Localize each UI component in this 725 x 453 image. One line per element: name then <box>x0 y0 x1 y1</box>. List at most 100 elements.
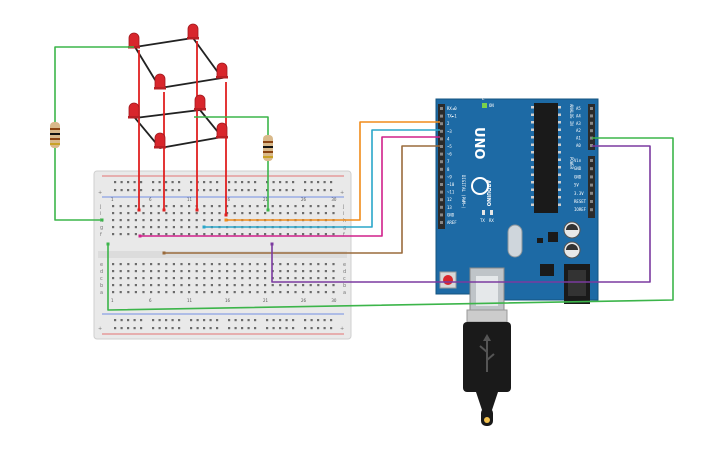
terminal-hole[interactable] <box>256 212 259 215</box>
rail-hole[interactable] <box>140 181 143 184</box>
terminal-hole[interactable] <box>324 277 327 280</box>
terminal-hole[interactable] <box>248 263 251 266</box>
terminal-hole[interactable] <box>142 233 145 236</box>
terminal-hole[interactable] <box>142 270 145 273</box>
terminal-hole[interactable] <box>172 219 175 222</box>
terminal-hole[interactable] <box>172 233 175 236</box>
terminal-hole[interactable] <box>165 205 168 208</box>
terminal-hole[interactable] <box>112 226 115 229</box>
terminal-hole[interactable] <box>142 205 145 208</box>
terminal-hole[interactable] <box>157 219 160 222</box>
terminal-hole[interactable] <box>248 212 251 215</box>
terminal-hole[interactable] <box>150 212 153 215</box>
rail-hole[interactable] <box>209 319 212 322</box>
terminal-hole[interactable] <box>324 284 327 287</box>
rail-hole[interactable] <box>178 319 181 322</box>
rail-hole[interactable] <box>304 189 307 192</box>
terminal-hole[interactable] <box>142 212 145 215</box>
rail-hole[interactable] <box>190 319 193 322</box>
rail-hole[interactable] <box>310 319 313 322</box>
terminal-hole[interactable] <box>309 277 312 280</box>
analog-pin[interactable] <box>590 144 593 147</box>
terminal-hole[interactable] <box>302 212 305 215</box>
terminal-hole[interactable] <box>119 212 122 215</box>
terminal-hole[interactable] <box>286 233 289 236</box>
terminal-hole[interactable] <box>165 263 168 266</box>
red-led[interactable] <box>194 94 206 110</box>
terminal-hole[interactable] <box>309 212 312 215</box>
terminal-hole[interactable] <box>112 205 115 208</box>
terminal-hole[interactable] <box>302 233 305 236</box>
terminal-hole[interactable] <box>188 219 191 222</box>
rail-hole[interactable] <box>310 327 313 330</box>
rail-hole[interactable] <box>234 327 237 330</box>
digital-pin[interactable] <box>440 160 443 164</box>
terminal-hole[interactable] <box>172 291 175 294</box>
terminal-hole[interactable] <box>195 233 198 236</box>
terminal-hole[interactable] <box>134 205 137 208</box>
rail-hole[interactable] <box>304 319 307 322</box>
terminal-hole[interactable] <box>233 277 236 280</box>
terminal-hole[interactable] <box>271 291 274 294</box>
terminal-hole[interactable] <box>150 233 153 236</box>
rail-hole[interactable] <box>272 181 275 184</box>
terminal-hole[interactable] <box>150 263 153 266</box>
terminal-hole[interactable] <box>188 212 191 215</box>
terminal-hole[interactable] <box>218 284 221 287</box>
terminal-hole[interactable] <box>188 233 191 236</box>
terminal-hole[interactable] <box>302 270 305 273</box>
terminal-hole[interactable] <box>127 277 130 280</box>
rail-hole[interactable] <box>120 327 123 330</box>
rail-hole[interactable] <box>165 189 168 192</box>
terminal-hole[interactable] <box>226 270 229 273</box>
terminal-hole[interactable] <box>180 277 183 280</box>
terminal-hole[interactable] <box>264 291 267 294</box>
rail-hole[interactable] <box>310 189 313 192</box>
terminal-hole[interactable] <box>127 212 130 215</box>
rail-hole[interactable] <box>254 189 257 192</box>
rail-hole[interactable] <box>228 181 231 184</box>
terminal-hole[interactable] <box>241 284 244 287</box>
rail-hole[interactable] <box>254 327 257 330</box>
digital-pin[interactable] <box>440 152 443 156</box>
terminal-hole[interactable] <box>172 277 175 280</box>
terminal-hole[interactable] <box>248 277 251 280</box>
terminal-hole[interactable] <box>279 291 282 294</box>
terminal-hole[interactable] <box>180 233 183 236</box>
terminal-hole[interactable] <box>150 284 153 287</box>
rail-hole[interactable] <box>203 189 206 192</box>
rail-hole[interactable] <box>285 181 288 184</box>
rail-hole[interactable] <box>310 181 313 184</box>
terminal-hole[interactable] <box>127 291 130 294</box>
terminal-hole[interactable] <box>150 205 153 208</box>
digital-pin[interactable] <box>440 107 443 110</box>
power-pin[interactable] <box>590 208 593 212</box>
terminal-hole[interactable] <box>157 284 160 287</box>
terminal-hole[interactable] <box>112 270 115 273</box>
terminal-hole[interactable] <box>203 205 206 208</box>
terminal-hole[interactable] <box>332 270 335 273</box>
terminal-hole[interactable] <box>203 219 206 222</box>
power-pin[interactable] <box>590 183 593 187</box>
digital-pin[interactable] <box>440 221 443 224</box>
rail-hole[interactable] <box>140 189 143 192</box>
terminal-hole[interactable] <box>218 219 221 222</box>
terminal-hole[interactable] <box>195 226 198 229</box>
terminal-hole[interactable] <box>233 284 236 287</box>
brown-wire-pin5[interactable] <box>164 145 440 254</box>
terminal-hole[interactable] <box>218 205 221 208</box>
magenta-wire-pin4[interactable] <box>140 136 440 237</box>
terminal-hole[interactable] <box>241 233 244 236</box>
rail-hole[interactable] <box>203 319 206 322</box>
terminal-hole[interactable] <box>142 219 145 222</box>
rail-hole[interactable] <box>190 181 193 184</box>
terminal-hole[interactable] <box>142 226 145 229</box>
terminal-hole[interactable] <box>165 284 168 287</box>
terminal-hole[interactable] <box>112 212 115 215</box>
terminal-hole[interactable] <box>317 270 320 273</box>
terminal-hole[interactable] <box>119 205 122 208</box>
terminal-hole[interactable] <box>302 284 305 287</box>
terminal-hole[interactable] <box>233 291 236 294</box>
terminal-hole[interactable] <box>264 212 267 215</box>
rail-hole[interactable] <box>279 319 282 322</box>
